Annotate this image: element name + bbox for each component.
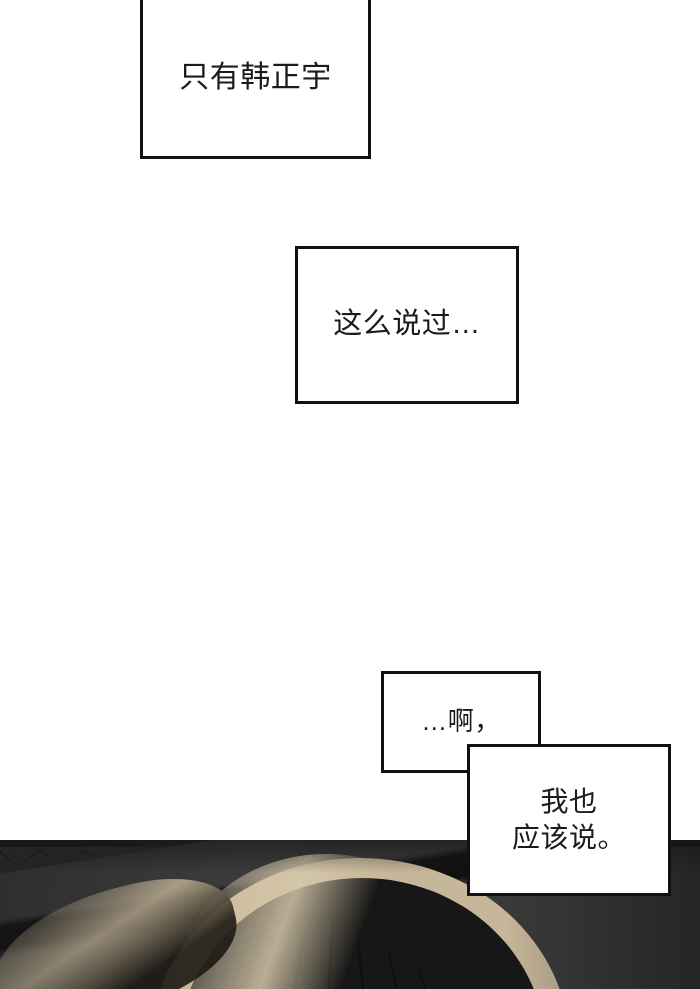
speech-box-2-text: 这么说过… <box>333 308 481 341</box>
speech-box-2: 这么说过… <box>295 246 519 404</box>
speech-box-4-text: 我也 应该说。 <box>511 786 626 853</box>
speech-box-1-text: 只有韩正宇 <box>179 60 332 94</box>
speech-box-3: …啊， <box>381 671 541 773</box>
speech-box-3-text: …啊， <box>421 706 501 737</box>
speech-box-4: 我也 应该说。 <box>467 744 671 896</box>
speech-box-1: 只有韩正宇 <box>140 0 371 159</box>
